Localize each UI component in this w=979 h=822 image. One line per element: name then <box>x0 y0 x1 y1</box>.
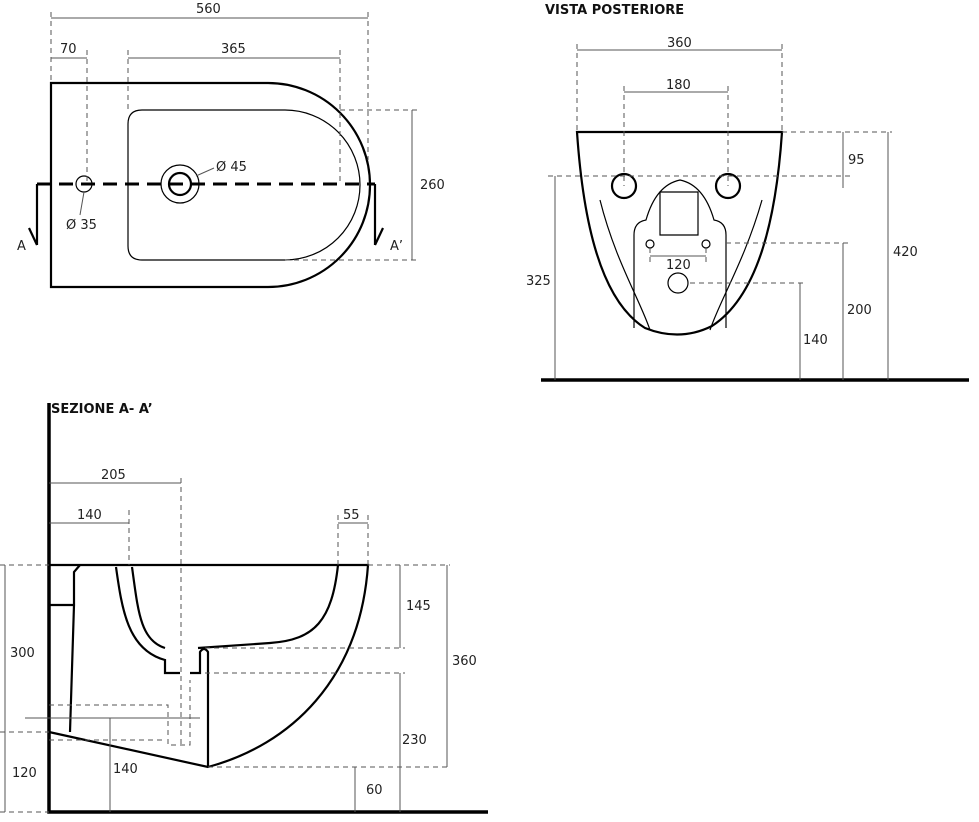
extension-lines-section <box>0 478 450 813</box>
section-view-title: SEZIONE A- A’ <box>51 402 153 417</box>
dim-145: 145 <box>406 599 431 614</box>
drain-wall <box>190 647 210 767</box>
dim-560: 560 <box>196 2 221 17</box>
dim-360: 360 <box>667 36 692 51</box>
leader-d45 <box>195 167 215 177</box>
rear-bracket <box>659 191 699 236</box>
section-arrow-a-prime <box>373 184 384 246</box>
label-d35: Ø 35 <box>66 218 97 233</box>
dim-205: 205 <box>101 468 126 483</box>
section-arrow-a <box>28 184 39 246</box>
dim-365: 365 <box>221 42 246 57</box>
extension-lines-top <box>50 12 420 261</box>
fixing-hole-right <box>714 172 742 200</box>
bidet-outline-section <box>48 563 370 769</box>
dim-260: 260 <box>420 178 445 193</box>
section-label-a-prime: A’ <box>390 239 403 254</box>
dim-300: 300 <box>10 646 35 661</box>
water-channel <box>114 566 180 675</box>
dim-140-tap: 140 <box>77 508 102 523</box>
inlet-right <box>701 239 711 249</box>
bidet-outline-rear <box>575 130 784 336</box>
dim-60: 60 <box>366 783 383 798</box>
dim-55: 55 <box>343 508 360 523</box>
rear-view: VISTA POSTERIORE 360 180 120 95 420 325 … <box>526 3 969 382</box>
dim-230: 230 <box>402 733 427 748</box>
drain-outlet-rear <box>667 272 689 294</box>
rear-cavity <box>633 179 727 328</box>
dimension-lines-section <box>4 482 448 812</box>
bidet-outline-top <box>49 81 372 289</box>
top-view: A A’ 560 70 365 260 Ø 45 Ø 35 <box>17 2 445 289</box>
rear-contour-lines <box>599 199 763 331</box>
dim-420: 420 <box>893 245 918 260</box>
dim-180: 180 <box>666 78 691 93</box>
basin-inner-section <box>197 564 340 650</box>
dimension-lines-top <box>51 17 413 260</box>
dim-140-pipe: 140 <box>113 762 138 777</box>
label-d45: Ø 45 <box>216 160 247 175</box>
dim-70: 70 <box>60 42 77 57</box>
dim-95: 95 <box>848 153 865 168</box>
inlet-left <box>645 239 655 249</box>
dim-200: 200 <box>847 303 872 318</box>
section-label-a: A <box>17 239 26 254</box>
extension-lines-rear <box>548 44 892 284</box>
dim-325: 325 <box>526 274 551 289</box>
wall-fixing-section <box>49 564 81 733</box>
fixing-hole-left <box>610 172 638 200</box>
dimension-lines-rear <box>554 49 889 380</box>
rear-view-title: VISTA POSTERIORE <box>545 3 684 18</box>
basin-outline-top <box>127 109 361 261</box>
dim-140-rear: 140 <box>803 333 828 348</box>
section-view: SEZIONE A- A’ 205 140 55 145 360 230 60 … <box>0 402 488 814</box>
dim-120-section: 120 <box>12 766 37 781</box>
dim-120-rear: 120 <box>666 258 691 273</box>
dim-360-section: 360 <box>452 654 477 669</box>
leader-d35 <box>79 191 85 216</box>
